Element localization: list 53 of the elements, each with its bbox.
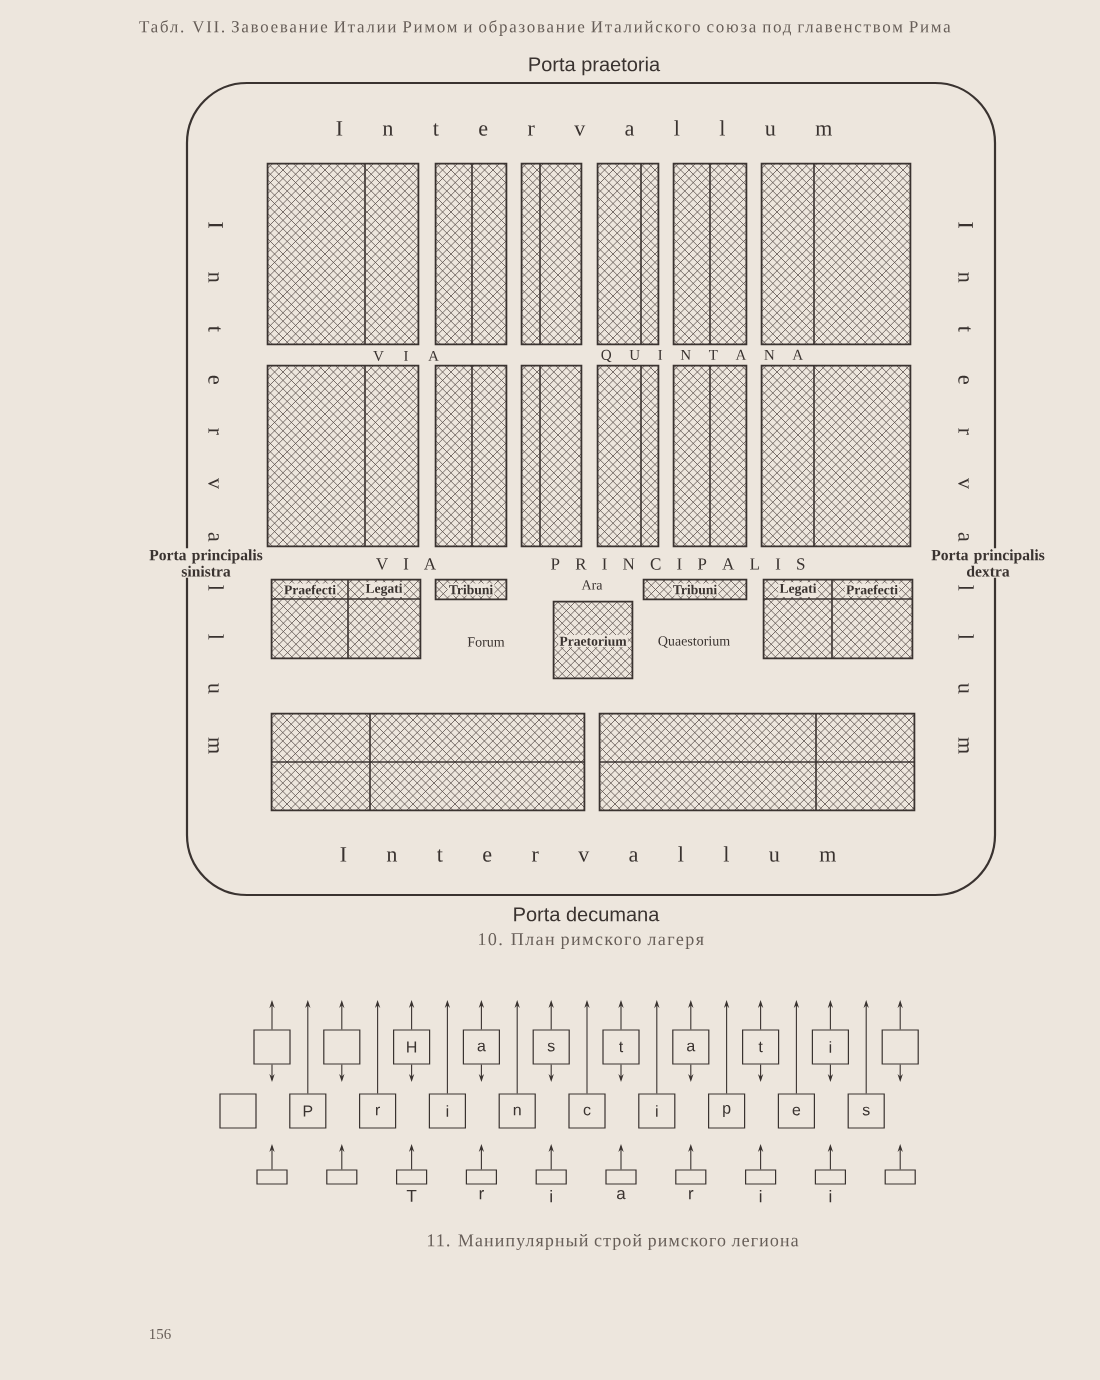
unit-box: i	[428, 1093, 466, 1129]
letter-label: i	[829, 1190, 832, 1203]
hatched-block	[672, 162, 748, 346]
road-label: V I A	[376, 558, 436, 570]
unit-box: H	[393, 1029, 431, 1065]
letter-label: a	[617, 1190, 626, 1200]
hatched-block	[270, 712, 586, 812]
hatched-block	[598, 712, 916, 812]
unit-box: r	[359, 1093, 397, 1129]
hatched-block	[596, 162, 660, 346]
spaced-label: I n t e r v a l l u m	[336, 120, 832, 136]
gate-label: Porta praetoria	[529, 56, 661, 76]
hatched-block	[520, 364, 583, 548]
hatched-block	[760, 364, 912, 548]
hatched-block	[596, 364, 660, 548]
unit-box: p	[708, 1093, 746, 1129]
letter-label: i	[759, 1190, 762, 1203]
spaced-label: I n t e r v a l l u m	[340, 846, 836, 862]
hatched-block	[520, 162, 583, 346]
unit-box: n	[498, 1093, 536, 1129]
letter-label: i	[550, 1190, 552, 1203]
unit-box: i	[638, 1093, 676, 1129]
unit-box	[884, 1169, 916, 1185]
unit-box: t	[602, 1029, 640, 1065]
road-label: P R I N C I P A L I S	[551, 558, 805, 570]
letter-label: r	[689, 1190, 694, 1200]
unit-box	[256, 1169, 288, 1185]
unit-box: e	[777, 1093, 815, 1129]
unit-box	[253, 1029, 291, 1065]
unit-box	[326, 1169, 358, 1185]
unit-box: c	[568, 1093, 606, 1129]
gate-label: Porta decumana	[514, 906, 660, 922]
hatched-block	[266, 364, 420, 548]
hatched-block	[672, 364, 748, 548]
unit-box: i	[811, 1029, 849, 1065]
hatched-block	[434, 364, 508, 548]
letter-label: T	[406, 1190, 417, 1202]
unit-box	[881, 1029, 919, 1065]
figure-caption: 10. План римского лагеря	[479, 933, 704, 949]
unit-box: a	[672, 1029, 710, 1065]
unit-box: a	[462, 1029, 500, 1065]
unit-box	[323, 1029, 361, 1065]
unit-box: s	[847, 1093, 885, 1129]
letter-label: r	[479, 1190, 484, 1200]
hatched-block	[434, 162, 508, 346]
unit-box: t	[742, 1029, 780, 1065]
figure-caption: 11. Манипулярный строй римского легиона	[428, 1233, 799, 1251]
unit-box: s	[532, 1029, 570, 1065]
hatched-block	[266, 162, 420, 346]
unit-box: P	[289, 1093, 327, 1129]
hatched-block	[760, 162, 912, 346]
unit-box	[219, 1093, 257, 1129]
running-head: Табл. VII. Завоевание Италии Римом и образование Италийского союза под главенством Рима	[139, 20, 951, 36]
